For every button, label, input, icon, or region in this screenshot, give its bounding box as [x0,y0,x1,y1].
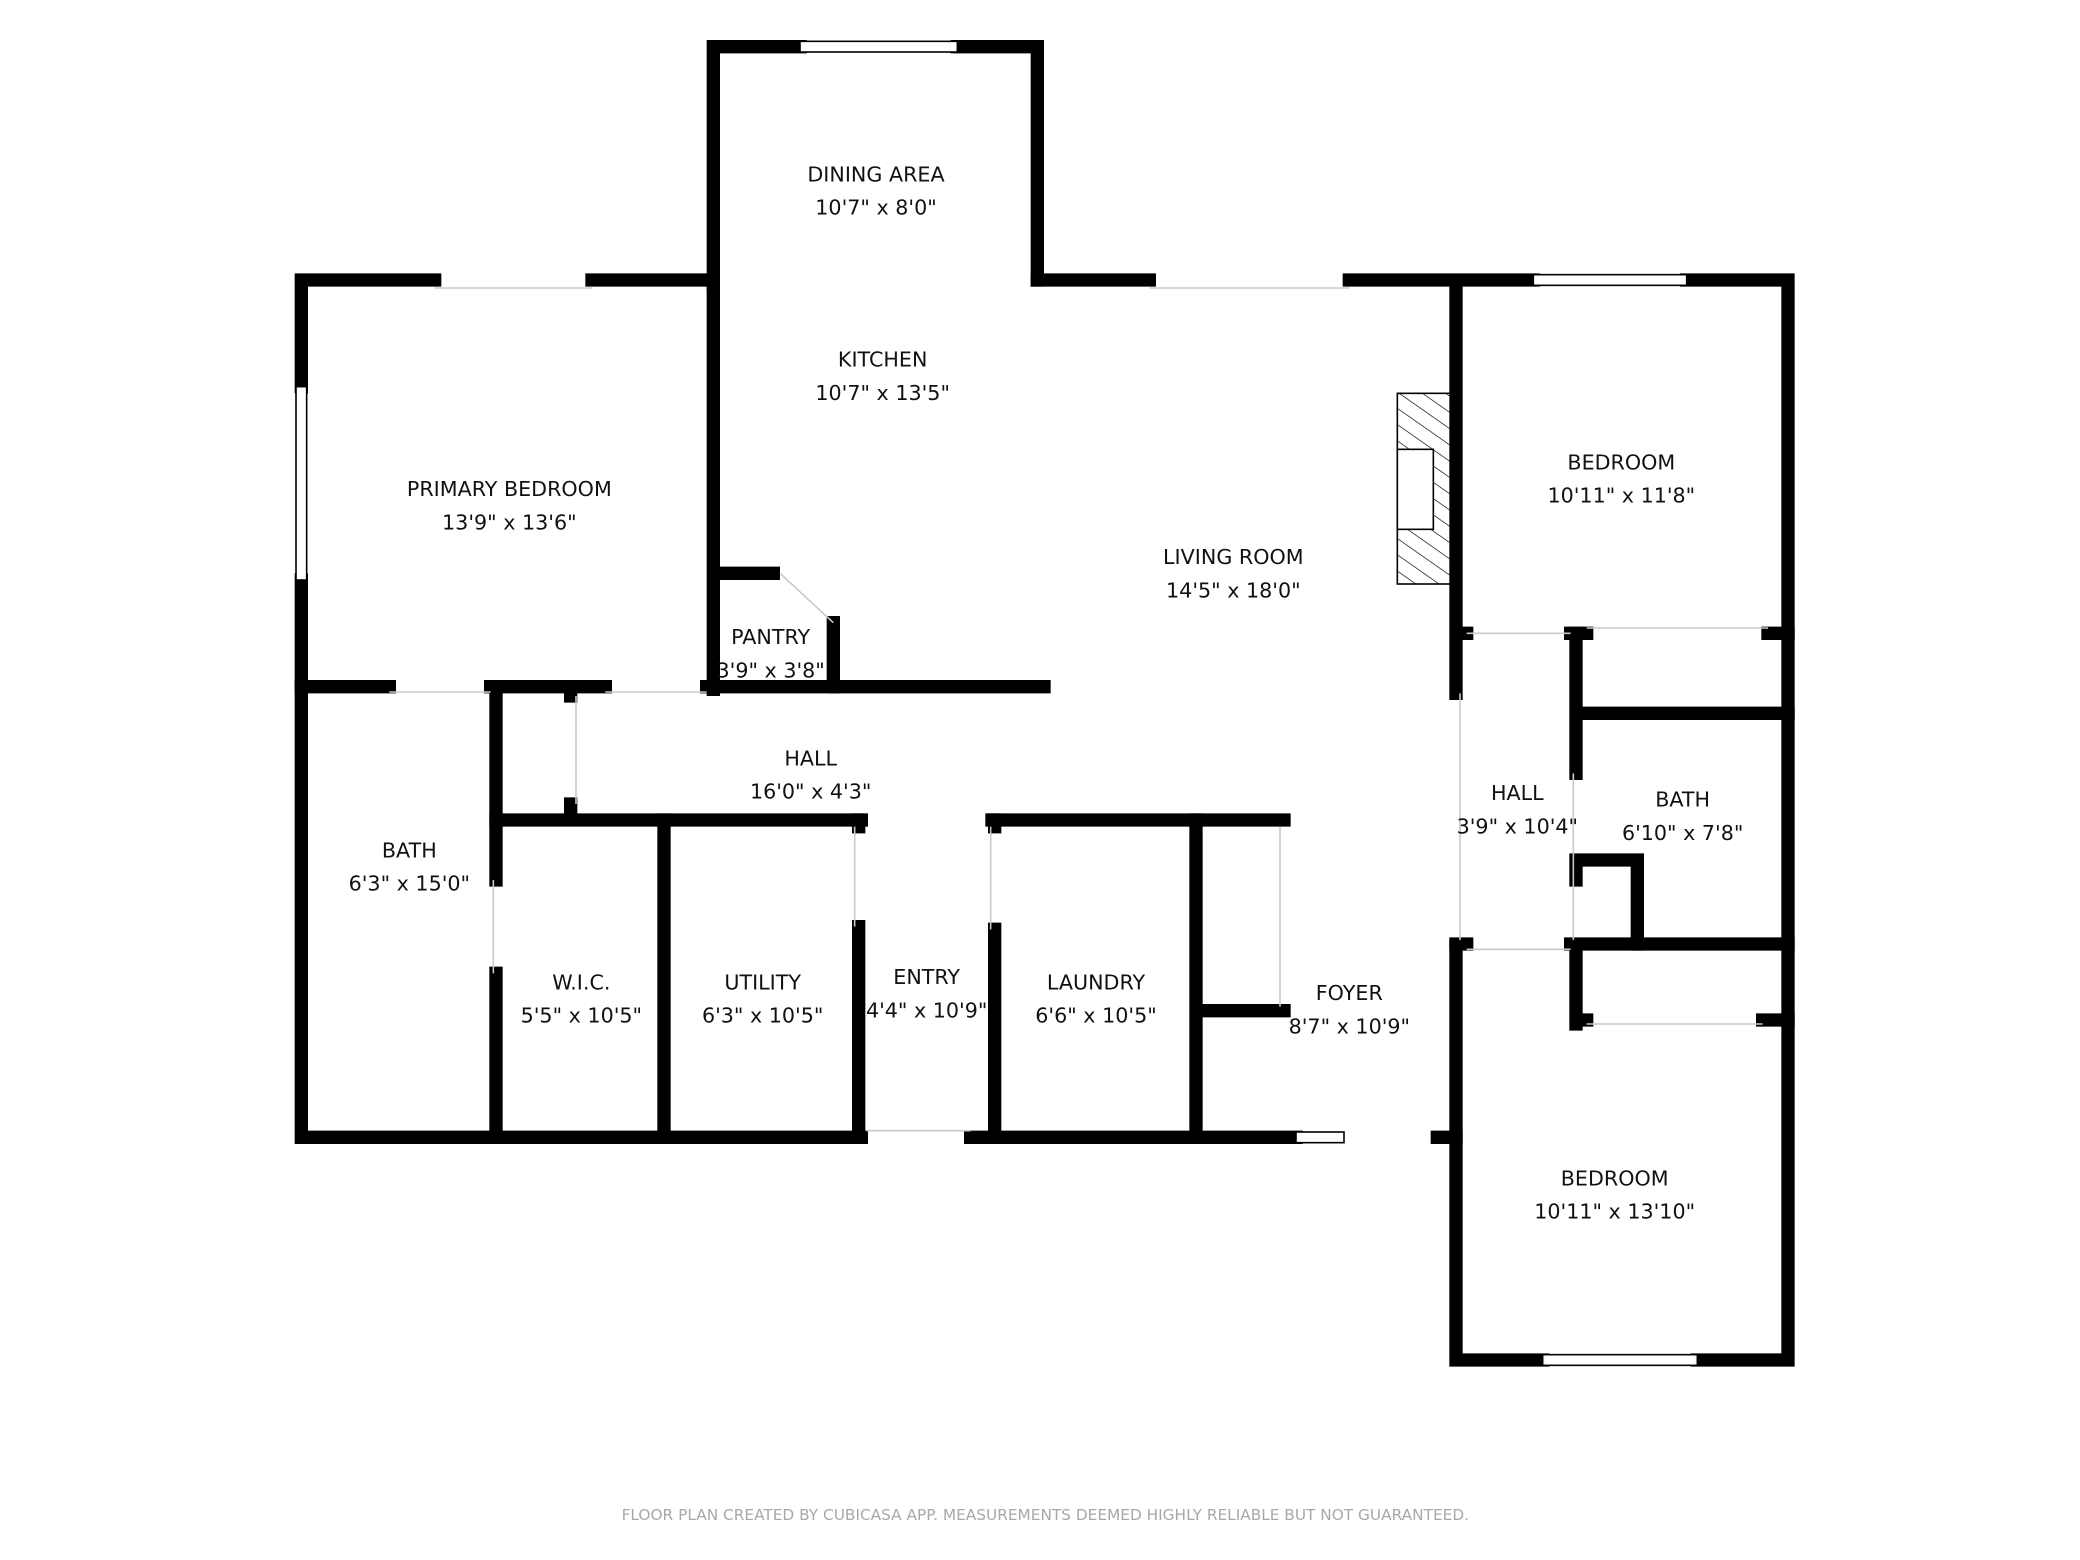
window [295,385,308,581]
room-name: HALL [784,746,837,770]
room-name: PRIMARY BEDROOM [407,477,612,501]
room-name: LAUNDRY [1047,970,1146,994]
room-name: BATH [1655,788,1710,812]
room-name: BEDROOM [1561,1166,1669,1190]
room-dims: 6'3" x 15'0" [349,872,470,896]
room-name: BATH [382,838,437,862]
room-dims: 10'7" x 13'5" [815,381,950,405]
room-dims: 4'4" x 10'9" [866,998,987,1022]
room-dims: 6'10" x 7'8" [1622,821,1743,845]
fireplace [1396,392,1452,585]
room-dims: 10'11" x 11'8" [1547,484,1695,508]
room-dims: 14'5" x 18'0" [1166,578,1301,602]
window [1532,273,1688,287]
window [1541,1353,1699,1367]
room-dims: 13'9" x 13'6" [442,510,577,534]
room-name: LIVING ROOM [1163,545,1304,569]
room-name: HALL [1491,781,1544,805]
room-name: FOYER [1316,981,1383,1005]
room-dims: 10'11" x 13'10" [1534,1200,1695,1224]
room-dims: 8'7" x 10'9" [1289,1014,1410,1038]
room-name: DINING AREA [807,162,944,186]
window [1295,1131,1345,1144]
room-name: ENTRY [893,965,960,989]
room-name: BEDROOM [1567,450,1675,474]
room-dims: 5'5" x 10'5" [521,1004,642,1028]
footer-disclaimer: FLOOR PLAN CREATED BY CUBICASA APP. MEAS… [622,1506,1469,1524]
window [799,40,959,53]
room-dims: 16'0" x 4'3" [750,780,871,804]
room-dims: 6'3" x 10'5" [702,1004,823,1028]
room-labels: DINING AREA 10'7" x 8'0" KITCHEN 10'7" x… [349,162,1744,1223]
openings [295,40,1768,1367]
room-dims: 6'6" x 10'5" [1035,1004,1156,1028]
room-name: UTILITY [724,970,801,994]
room-name: KITCHEN [838,348,928,372]
room-name: PANTRY [731,625,810,649]
room-dims: 3'9" x 3'8" [717,658,825,682]
room-name: W.I.C. [552,970,610,994]
room-dims: 10'7" x 8'0" [815,196,936,220]
walls [294,40,1795,1367]
room-dims: 3'9" x 10'4" [1457,814,1578,838]
